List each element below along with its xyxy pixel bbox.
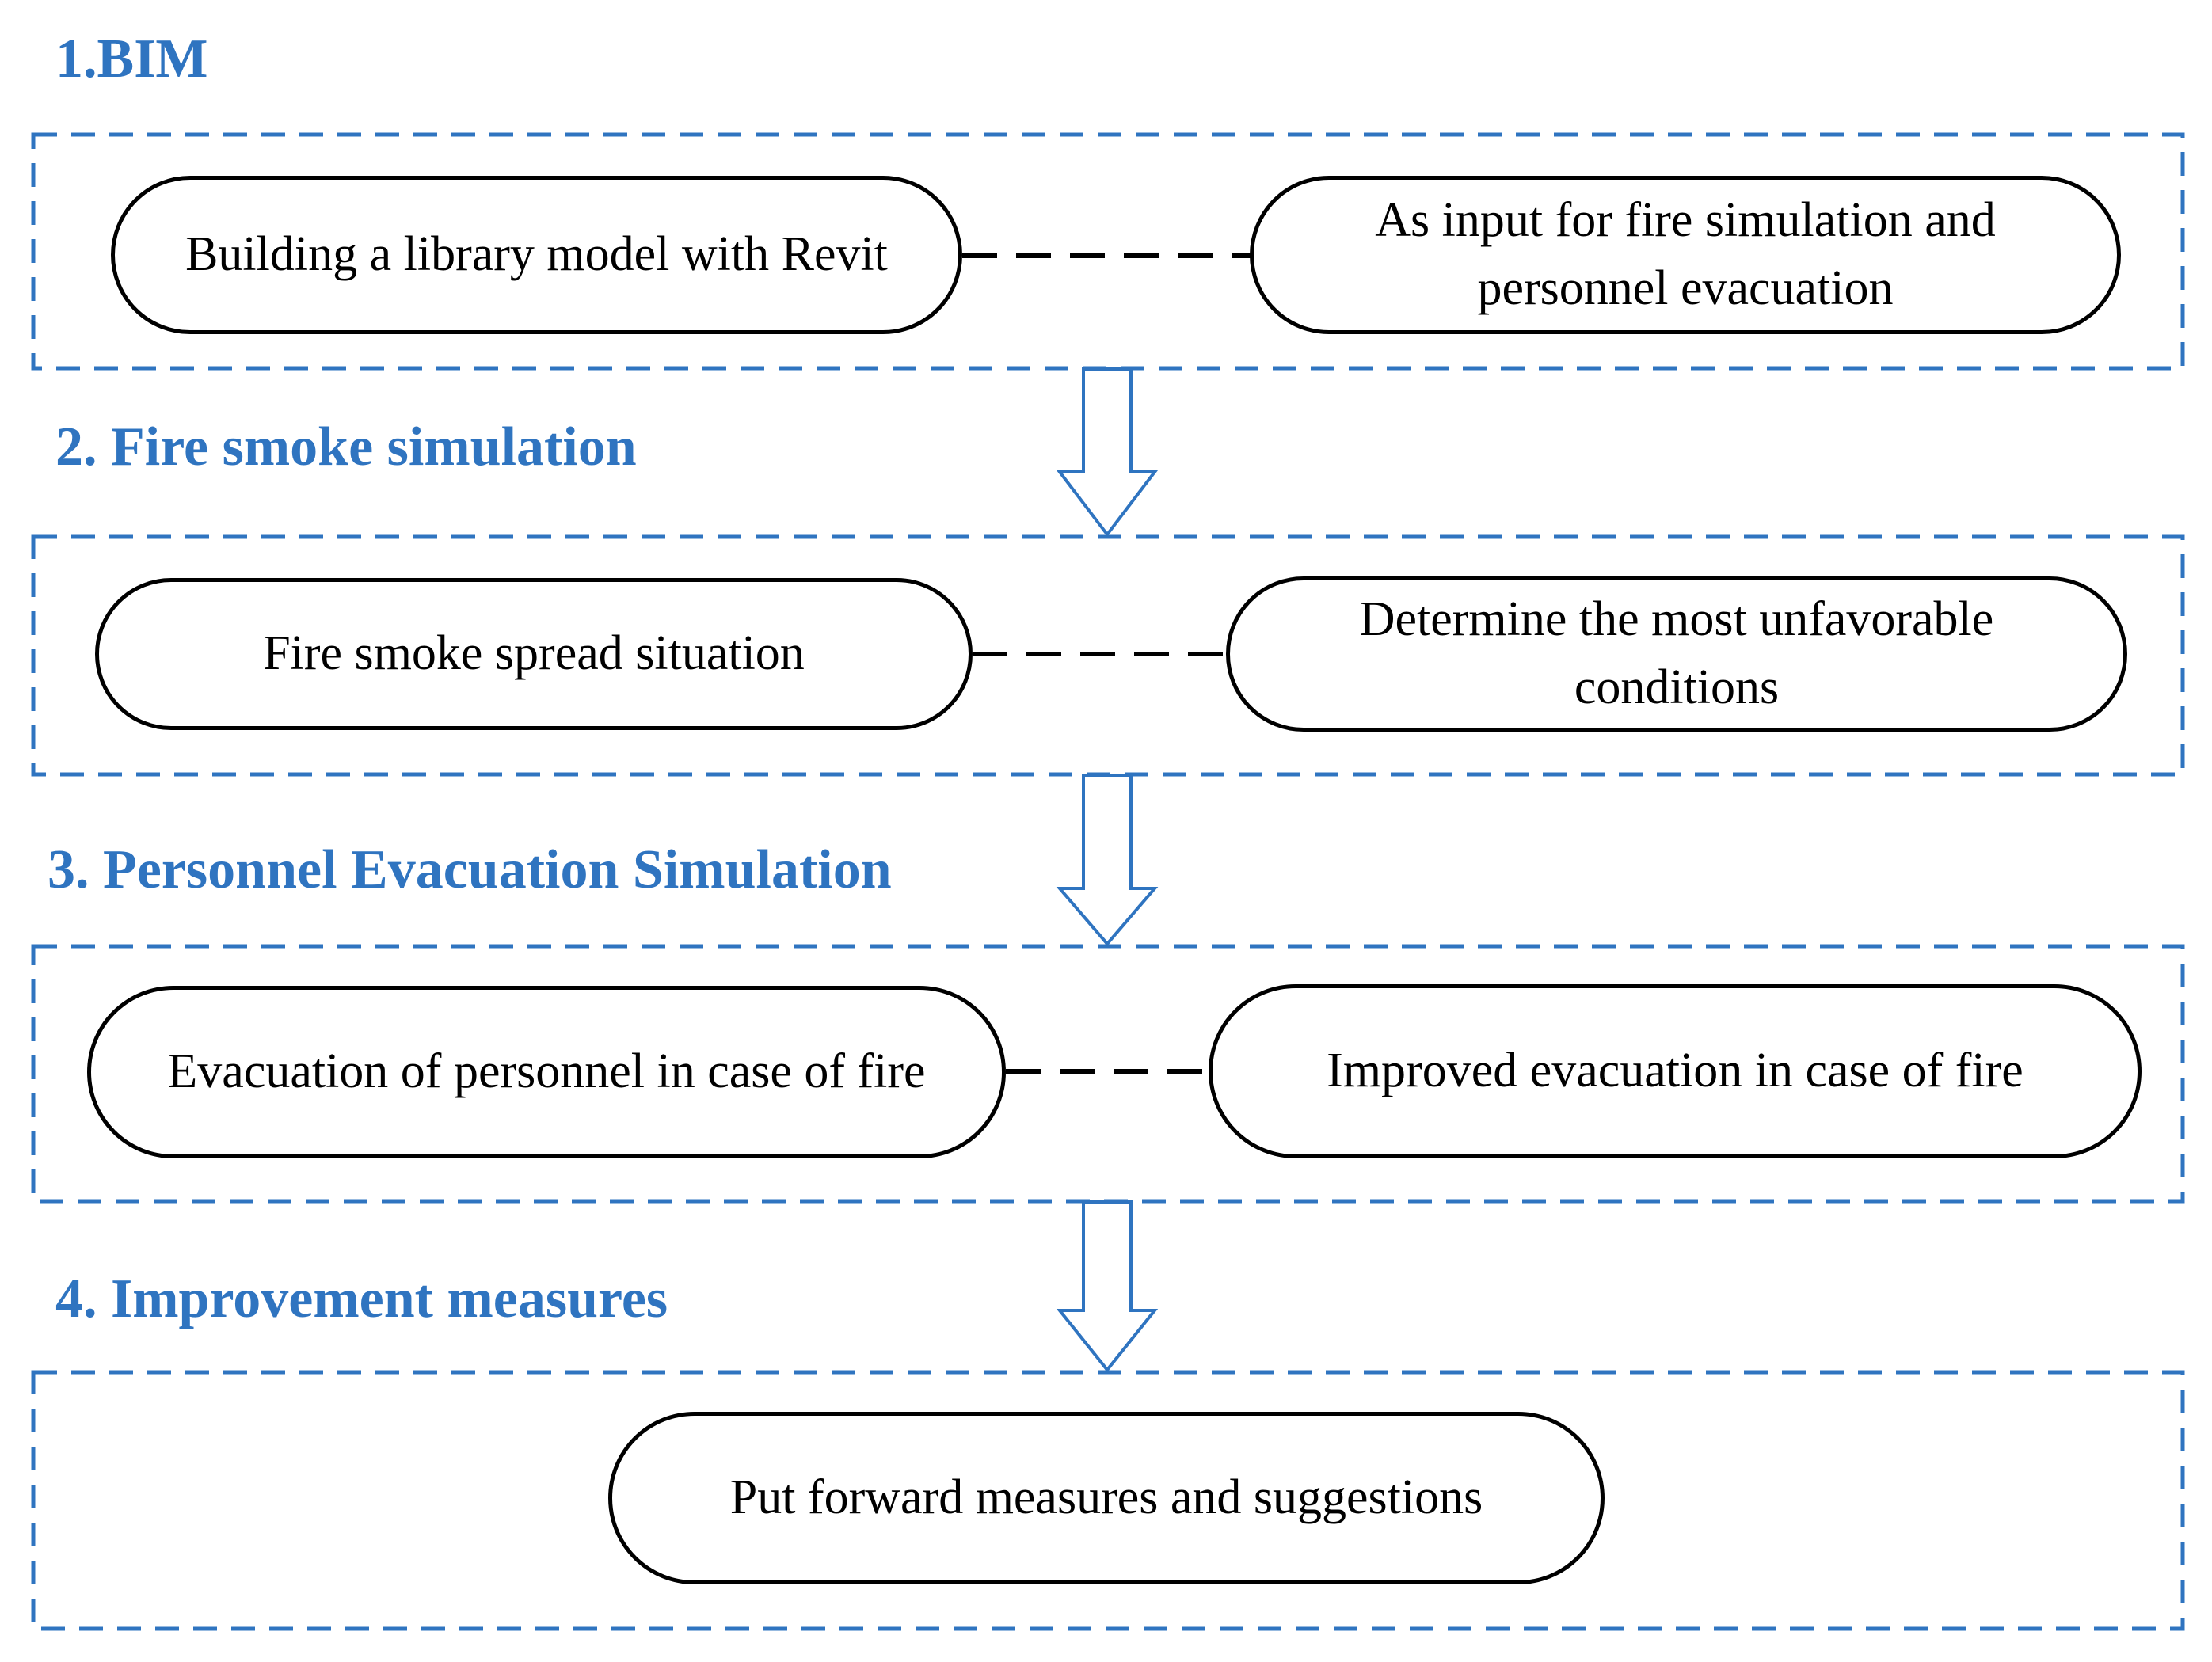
node-build-library-model-label: Building a library model with Revit	[185, 227, 888, 282]
down-arrow-3	[1056, 1200, 1159, 1373]
node-unfavorable-conditions: Determine the most unfavorable condition…	[1226, 576, 2127, 732]
node-measures-suggestions: Put forward measures and suggestions	[608, 1412, 1605, 1584]
node-simulation-input: As input for fire simulation and personn…	[1250, 176, 2121, 334]
stage-4-title: 4. Improvement measures	[55, 1268, 668, 1329]
node-evacuation-in-fire: Evacuation of personnel in case of fire	[87, 986, 1006, 1158]
node-improved-evacuation: Improved evacuation in case of fire	[1209, 984, 2142, 1158]
node-measures-suggestions-label: Put forward measures and suggestions	[729, 1470, 1483, 1525]
stage-4-frame	[31, 1370, 2185, 1631]
stage-2-title: 2. Fire smoke simulation	[55, 416, 637, 477]
node-smoke-spread: Fire smoke spread situation	[95, 578, 973, 730]
down-arrow-2	[1056, 774, 1159, 947]
node-improved-evacuation-label: Improved evacuation in case of fire	[1327, 1044, 2024, 1098]
node-build-library-model: Building a library model with Revit	[111, 176, 962, 334]
node-simulation-input-label: As input for fire simulation and personn…	[1375, 193, 1996, 315]
stage-3-title: 3. Personnel Evacuation Simulation	[48, 839, 892, 900]
down-arrow-1	[1056, 367, 1159, 538]
node-unfavorable-conditions-label: Determine the most unfavorable condition…	[1359, 592, 1994, 714]
stage-1-title: 1.BIM	[55, 29, 208, 89]
node-smoke-spread-label: Fire smoke spread situation	[263, 626, 805, 681]
stage-1-frame	[31, 132, 2185, 371]
node-evacuation-in-fire-label: Evacuation of personnel in case of fire	[167, 1044, 926, 1099]
